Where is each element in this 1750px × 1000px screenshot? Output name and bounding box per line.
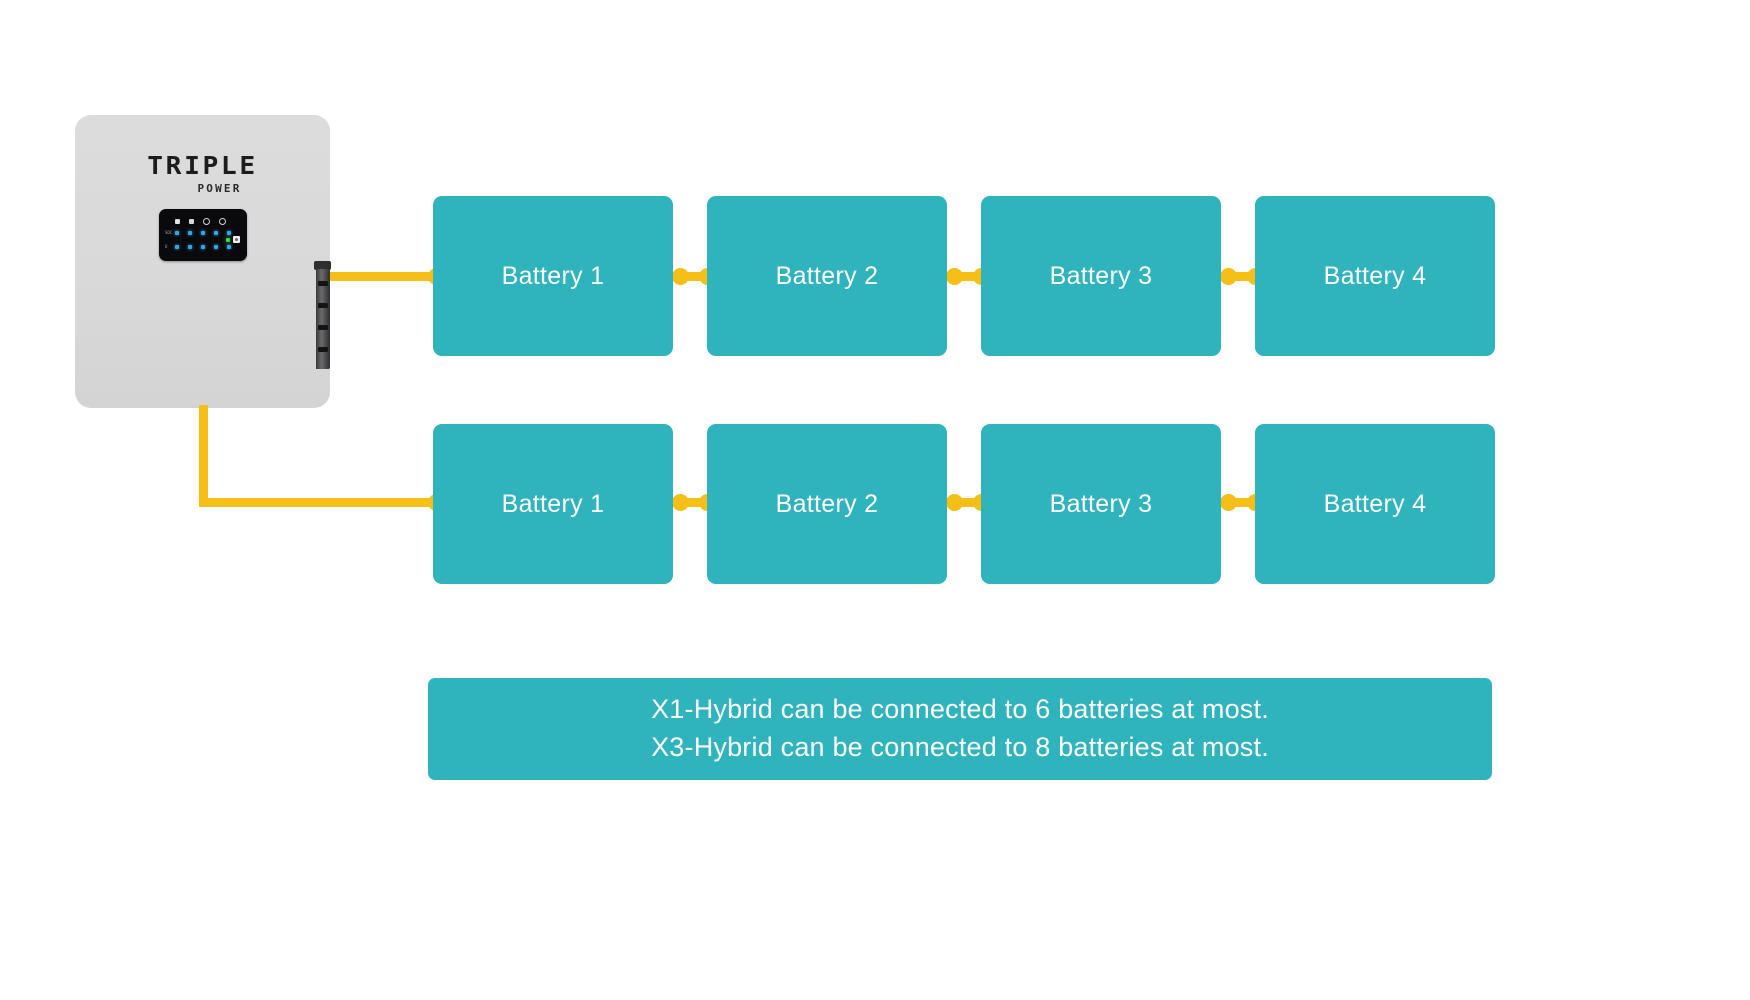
- alarm-icon: [219, 218, 226, 225]
- led-lamp: [201, 245, 205, 249]
- cable-inverter-to-top-battery-1: [330, 272, 438, 281]
- battery-box-bottom-1[interactable]: Battery 1: [433, 424, 673, 584]
- port-notch: [318, 325, 328, 330]
- cable-bottom-b1-to-b2: [673, 498, 713, 507]
- led-indicator-row-1: [175, 231, 231, 235]
- battery-icon: [189, 219, 194, 224]
- battery-box-top-1[interactable]: Battery 1: [433, 196, 673, 356]
- led-lamp: [214, 245, 218, 249]
- inverter-battery-port: [316, 269, 330, 369]
- led-lamp: [227, 245, 231, 249]
- led-lamp: [175, 231, 179, 235]
- cable-connector-dot: [946, 268, 963, 285]
- grid-icon: [175, 219, 180, 224]
- load-icon: [203, 218, 210, 225]
- caption-line-2: X3-Hybrid can be connected to 8 batterie…: [651, 732, 1269, 762]
- led-lamp: [188, 231, 192, 235]
- cable-connector-dot: [1220, 268, 1237, 285]
- logo-main-text: TRIPLE: [147, 151, 258, 180]
- port-notch: [318, 347, 328, 352]
- led-icon-row: [175, 218, 226, 225]
- cable-top-b1-to-b2: [673, 272, 713, 281]
- led-lamp: [227, 231, 231, 235]
- cable-bottom-b3-to-b4: [1221, 498, 1261, 507]
- battery-label: Battery 1: [501, 489, 605, 518]
- inverter-brand-logo: TRIPLE POWER: [75, 153, 330, 195]
- cable-connector-dot: [672, 268, 689, 285]
- cable-connector-dot: [946, 494, 963, 511]
- cable-connector-dot: [672, 494, 689, 511]
- power-button-icon[interactable]: [233, 236, 240, 243]
- battery-label: Battery 2: [775, 489, 879, 518]
- logo-sub-text: POWER: [197, 182, 242, 195]
- battery-label: Battery 4: [1323, 489, 1427, 518]
- battery-label: Battery 3: [1049, 489, 1153, 518]
- cable-bottom-b2-to-b3: [947, 498, 987, 507]
- led-lamp: [201, 231, 205, 235]
- battery-box-bottom-2[interactable]: Battery 2: [707, 424, 947, 584]
- caption-note-box: X1-Hybrid can be connected to 6 batterie…: [428, 678, 1492, 780]
- battery-label: Battery 4: [1323, 261, 1427, 290]
- led-row1-label: SOC: [165, 230, 173, 235]
- battery-box-bottom-4[interactable]: Battery 4: [1255, 424, 1495, 584]
- status-led-green: [226, 238, 230, 242]
- battery-label: Battery 3: [1049, 261, 1153, 290]
- cable-top-b2-to-b3: [947, 272, 987, 281]
- led-lamp: [175, 245, 179, 249]
- battery-box-top-4[interactable]: Battery 4: [1255, 196, 1495, 356]
- led-lamp: [214, 231, 218, 235]
- inverter-port-cap: [314, 261, 331, 270]
- led-lamp: [188, 245, 192, 249]
- battery-box-top-2[interactable]: Battery 2: [707, 196, 947, 356]
- battery-label: Battery 2: [775, 261, 879, 290]
- cable-inverter-to-bottom-battery-1: [199, 498, 438, 507]
- battery-box-top-3[interactable]: Battery 3: [981, 196, 1221, 356]
- cable-top-b3-to-b4: [1221, 272, 1261, 281]
- inverter-unit: TRIPLE POWER SOC U: [75, 115, 331, 408]
- port-notch: [318, 281, 328, 286]
- cable-connector-dot: [1220, 494, 1237, 511]
- battery-label: Battery 1: [501, 261, 605, 290]
- cable-inverter-drop-vertical: [199, 405, 208, 507]
- led-indicator-row-2: [175, 245, 231, 249]
- port-notch: [318, 303, 328, 308]
- inverter-led-display: SOC U: [159, 209, 247, 261]
- battery-box-bottom-3[interactable]: Battery 3: [981, 424, 1221, 584]
- caption-line-1: X1-Hybrid can be connected to 6 batterie…: [651, 694, 1269, 725]
- led-row2-label: U: [165, 244, 168, 249]
